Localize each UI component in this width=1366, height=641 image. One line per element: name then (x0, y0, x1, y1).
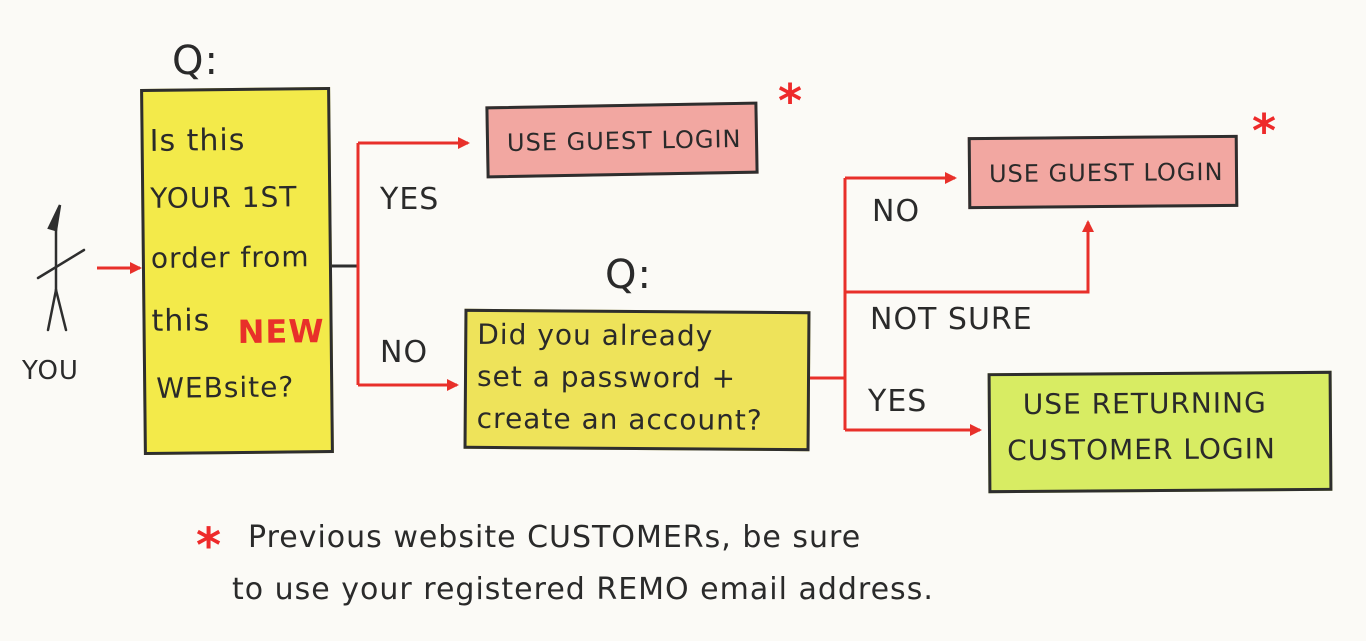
branch-2-yes-label: YES (868, 384, 928, 419)
person-icon (36, 204, 86, 332)
question-2-marker: Q: (605, 252, 652, 298)
branch-2-not-sure-label: NOT SURE (870, 302, 1033, 337)
footnote-asterisk: * (196, 518, 223, 574)
returning-login-box: USE RETURNING CUSTOMER LOGIN (987, 370, 1333, 494)
branch-1-no-label: NO (380, 335, 429, 370)
arrow-not-sure-to-guest-login-2 (845, 220, 1094, 294)
footnote-line-2: to use your registered REMO email addres… (232, 572, 934, 607)
guest-login-2-label: USE GUEST LOGIN (988, 157, 1224, 188)
question-2-line-3: create an account? (476, 401, 763, 437)
question-2-box: Did you already set a password + create … (463, 308, 811, 452)
you-label: YOU (22, 356, 79, 386)
question-1-line-1: Is this (149, 122, 246, 159)
question-2-line-2: set a password + (476, 359, 737, 395)
question-1-highlight-new: NEW (237, 312, 325, 351)
question-1-marker: Q: (172, 38, 219, 84)
returning-login-line-2: CUSTOMER LOGIN (1007, 432, 1276, 468)
branch-2-no-label: NO (872, 194, 921, 229)
question-2-line-1: Did you already (477, 317, 714, 353)
branch-1-yes-label: YES (380, 182, 440, 217)
guest-login-1-label: USE GUEST LOGIN (506, 124, 742, 158)
guest-login-box-2: USE GUEST LOGIN (967, 134, 1239, 210)
question-1-box: Is this YOUR 1ST order from this NEW WEB… (140, 87, 334, 455)
question-1-line-4: this (151, 303, 211, 339)
question-1-line-3: order from (150, 240, 310, 275)
question-1-line-5: WEBsite? (156, 370, 295, 405)
guest-login-2-asterisk: * (1252, 104, 1278, 158)
footnote-line-1: Previous website CUSTOMERs, be sure (248, 520, 862, 555)
guest-login-1-asterisk: * (778, 74, 804, 128)
returning-login-line-1: USE RETURNING (1022, 386, 1267, 421)
guest-login-box-1: USE GUEST LOGIN (485, 101, 759, 179)
question-1-line-2: YOUR 1ST (150, 180, 298, 215)
